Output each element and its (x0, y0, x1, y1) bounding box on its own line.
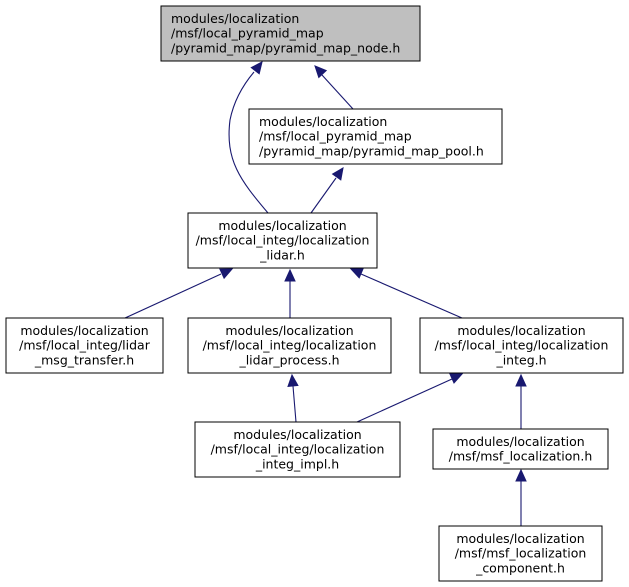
node-lidar-msg-transfer[interactable]: modules/localization/msf/local_integ/lid… (5, 317, 164, 374)
node-localization-integ-impl[interactable]: modules/localization/msf/local_integ/loc… (194, 421, 401, 478)
edge-line (356, 378, 453, 423)
node-localization-lidar[interactable]: modules/localization/msf/local_integ/loc… (187, 212, 378, 269)
node-label-line: /msf/local_pyramid_map (259, 129, 412, 144)
node-label-line: modules/localization (171, 11, 299, 26)
arrowhead-icon (349, 268, 364, 279)
node-box[interactable] (5, 317, 164, 374)
edge-line (360, 273, 463, 319)
node-label-line: _integ_impl.h (255, 456, 339, 471)
node-label-line: /msf/local_integ/localization (196, 233, 370, 248)
node-box[interactable] (419, 317, 624, 374)
node-box-highlighted[interactable] (160, 5, 421, 62)
node-box[interactable] (187, 212, 378, 269)
edges-layer (124, 61, 527, 526)
node-label-line: _component.h (475, 560, 565, 575)
node-label-line: _msg_transfer.h (34, 352, 134, 367)
nodes-layer: modules/localization/msf/local_pyramid_m… (5, 5, 624, 582)
node-label-line: modules/localization (218, 218, 346, 233)
arrowhead-icon (449, 373, 464, 384)
node-label-line: modules/localization (457, 323, 585, 338)
arrowhead-icon (284, 268, 296, 282)
node-box[interactable] (248, 108, 503, 165)
node-label-line: modules/localization (456, 531, 584, 546)
edge-msf_localization-to-localization_integ (515, 373, 527, 429)
edge-localization_integ_impl-to-localization_lidar_process (287, 373, 299, 423)
arrowhead-icon (287, 373, 299, 387)
node-label-line: /msf/local_integ/localization (435, 338, 609, 353)
node-label-line: _integ.h (495, 352, 546, 367)
edge-line (310, 177, 337, 214)
edge-pyramid_map_pool-to-pyramid_map_node (314, 65, 354, 110)
node-label-line: _lidar.h (259, 247, 305, 262)
node-localization-integ[interactable]: modules/localization/msf/local_integ/loc… (419, 317, 624, 374)
node-label-line: /msf/msf_localization.h (449, 449, 593, 464)
node-label-line: /msf/local_integ/localization (203, 338, 377, 353)
node-label-line: modules/localization (233, 427, 361, 442)
node-localization-lidar-process[interactable]: modules/localization/msf/local_integ/loc… (187, 317, 392, 374)
edge-line (228, 71, 269, 214)
edge-localization_lidar_process-to-localization_lidar (284, 268, 296, 318)
node-box[interactable] (438, 525, 603, 582)
node-label-line: modules/localization (456, 434, 584, 449)
arrowhead-icon (219, 268, 234, 280)
node-label-line: /pyramid_map/pyramid_map_node.h (171, 40, 400, 55)
node-label-line: modules/localization (225, 323, 353, 338)
arrowhead-icon (250, 61, 263, 75)
node-label-line: /msf/msf_localization (455, 546, 587, 561)
node-pyramid-map-pool[interactable]: modules/localization/msf/local_pyramid_m… (248, 108, 503, 165)
node-label-line: /pyramid_map/pyramid_map_pool.h (259, 143, 484, 158)
node-box[interactable] (194, 421, 401, 478)
arrowhead-icon (515, 468, 527, 482)
node-label-line: _lidar_process.h (238, 352, 339, 367)
edge-line (292, 385, 297, 423)
arrowhead-icon (515, 373, 527, 387)
edge-msf_localization_component-to-msf_localization (515, 468, 527, 526)
edge-line (321, 74, 354, 110)
node-label-line: /msf/local_pyramid_map (171, 26, 324, 41)
arrowhead-icon (331, 167, 344, 181)
edge-localization_lidar-to-pyramid_map_pool (310, 167, 344, 214)
edge-lidar_msg_transfer-to-localization_lidar (124, 268, 234, 319)
node-pyramid-map-node[interactable]: modules/localization/msf/local_pyramid_m… (160, 5, 421, 62)
edge-localization_integ-to-localization_lidar (349, 268, 463, 319)
node-box[interactable] (432, 428, 609, 470)
node-label-line: modules/localization (20, 323, 148, 338)
edge-localization_integ_impl-to-localization_integ (356, 373, 464, 423)
arrowhead-icon (314, 65, 328, 79)
edge-localization_lidar-to-pyramid_map_node (228, 61, 269, 214)
node-box[interactable] (187, 317, 392, 374)
node-label-line: /msf/local_integ/localization (211, 442, 385, 457)
node-label-line: /msf/local_integ/lidar (19, 338, 151, 353)
node-msf-localization-component[interactable]: modules/localization/msf/msf_localizatio… (438, 525, 603, 582)
edge-line (124, 273, 222, 319)
node-msf-localization[interactable]: modules/localization/msf/msf_localizatio… (432, 428, 609, 470)
node-label-line: modules/localization (259, 114, 387, 129)
